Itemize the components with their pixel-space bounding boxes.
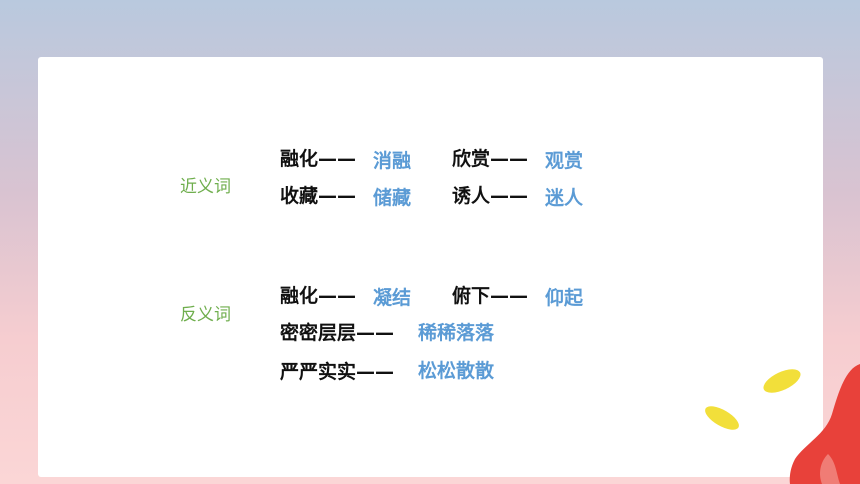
- antonym-answer: 稀稀落落: [418, 322, 495, 344]
- content-card: [38, 57, 823, 477]
- antonym-label: 反义词: [180, 305, 231, 325]
- synonym-word: 欣赏——: [452, 148, 529, 170]
- synonym-word: 诱人——: [452, 185, 529, 207]
- antonym-answer: 凝结: [373, 287, 412, 309]
- antonym-word: 俯下——: [452, 285, 529, 307]
- synonym-word: 融化——: [280, 148, 357, 170]
- synonym-label: 近义词: [180, 177, 231, 197]
- antonym-answer: 松松散散: [418, 360, 495, 382]
- antonym-word: 融化——: [280, 285, 357, 307]
- antonym-answer: 仰起: [545, 287, 584, 309]
- synonym-answer: 储藏: [373, 187, 412, 209]
- synonym-answer: 观赏: [545, 150, 584, 172]
- synonym-answer: 迷人: [545, 187, 584, 209]
- synonym-word: 收藏——: [280, 185, 357, 207]
- antonym-word: 严严实实——: [280, 361, 395, 383]
- decorative-blob: [789, 364, 860, 484]
- antonym-word: 密密层层——: [280, 322, 395, 344]
- synonym-answer: 消融: [373, 150, 412, 172]
